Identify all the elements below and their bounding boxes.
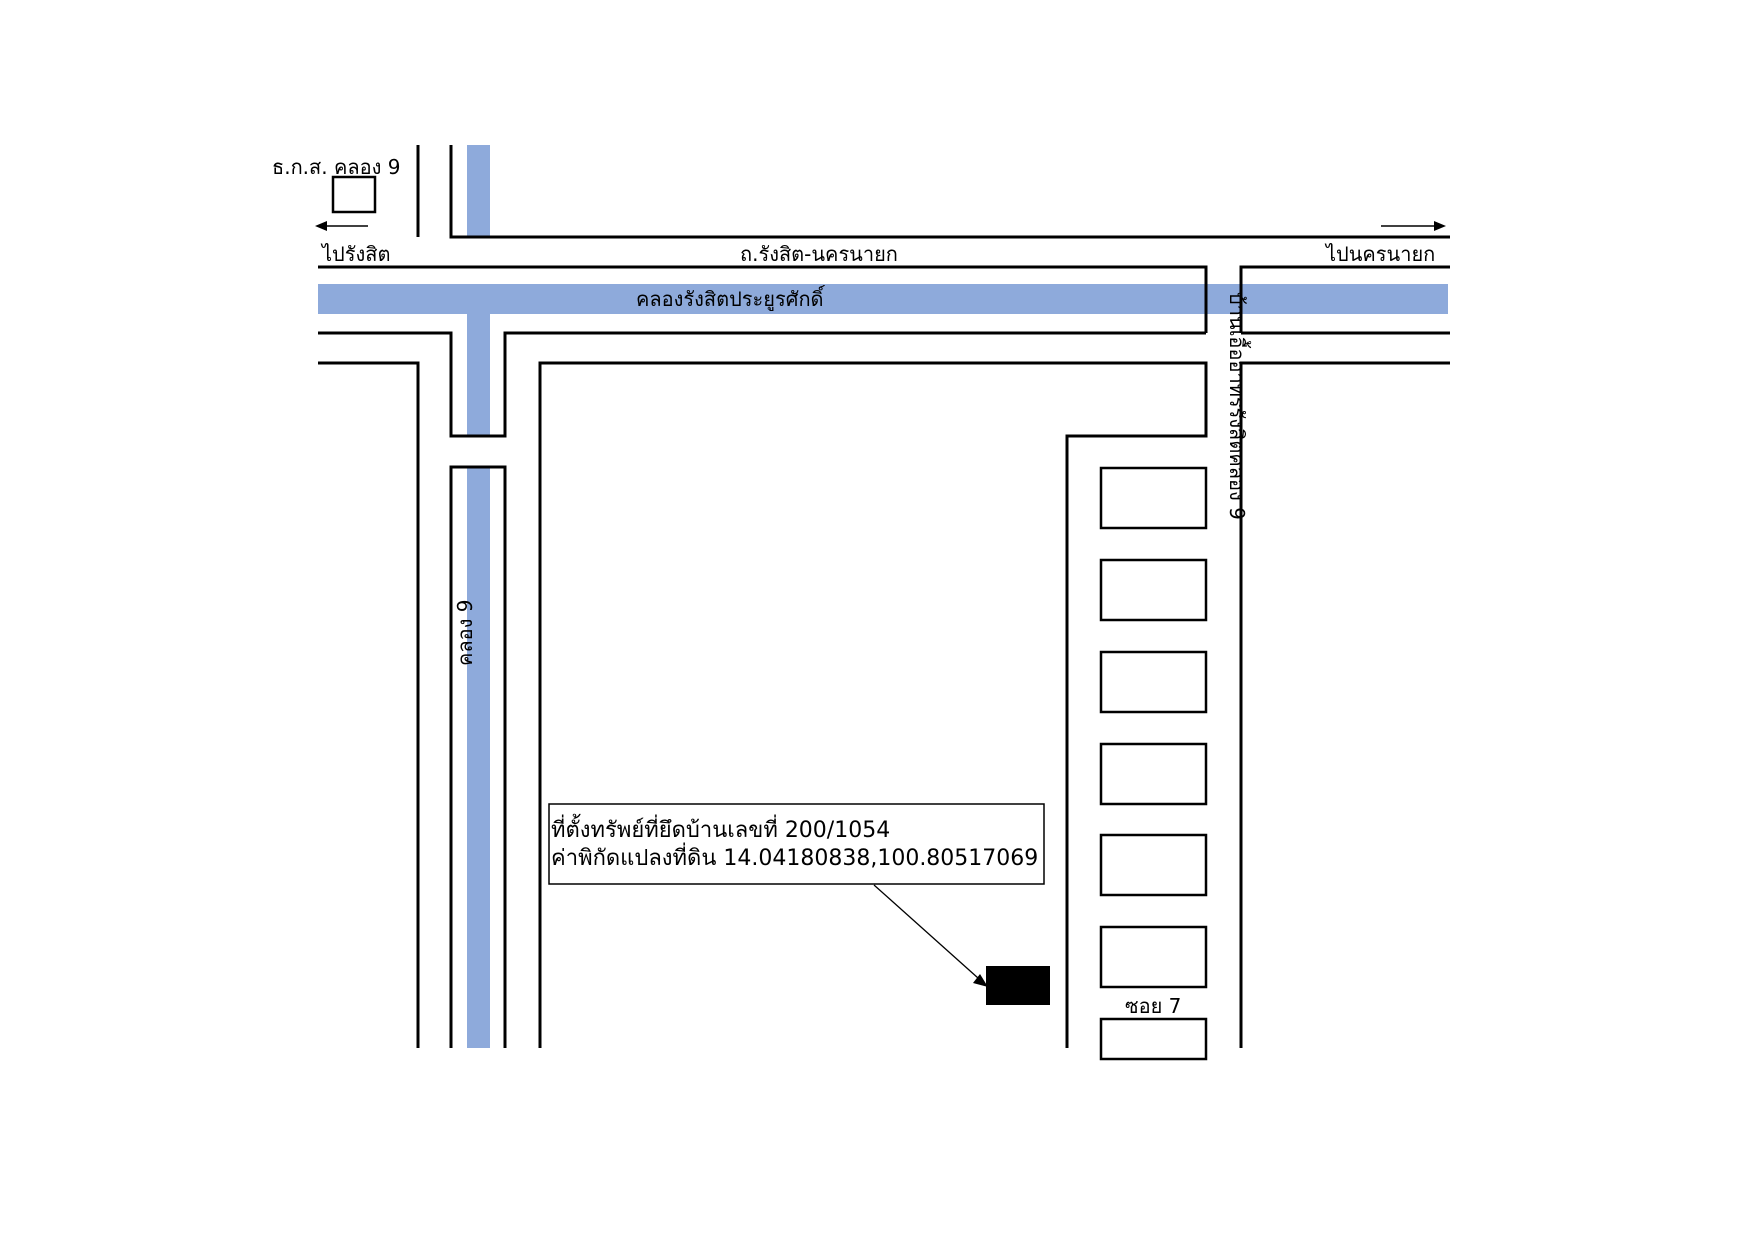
canal-bottom-left <box>318 331 1206 438</box>
label-to-right: ไปนครนายก <box>1324 242 1435 266</box>
label-canal-9: คลอง 9 <box>453 600 477 667</box>
house <box>1099 833 1208 897</box>
house <box>1099 466 1208 530</box>
house <box>1099 925 1208 989</box>
label-to-left: ไปรังสิต <box>320 242 390 266</box>
road-lower-left-edge <box>318 361 420 1048</box>
callout-arrow-icon <box>873 884 988 987</box>
arrow-right-icon <box>1381 221 1446 231</box>
canal-9-top <box>467 145 490 237</box>
callout-line-2: ค่าพิกัดแปลงที่ดิน 14.04180838,100.80517… <box>551 842 1038 871</box>
road-main-bottom-right <box>1239 265 1450 333</box>
road-main-bottom-left <box>318 265 1208 333</box>
arrow-left-icon <box>315 221 368 231</box>
road-lower-left-inner <box>449 465 507 1048</box>
canal-9-bottom <box>467 467 490 1048</box>
road-edge-bank-right <box>449 145 1450 239</box>
house <box>1099 1017 1208 1061</box>
label-bank: ธ.ก.ส. คลอง 9 <box>272 155 400 179</box>
callout-line-1: ที่ตั้งทรัพย์ที่ยึดบ้านเลขที่ 200/1054 <box>551 814 890 843</box>
house <box>1099 742 1208 806</box>
bank-building <box>331 175 377 214</box>
block-outline <box>538 361 1208 1048</box>
village-road-right-edge <box>1239 361 1450 1048</box>
label-main-road: ถ.รังสิต-นครนายก <box>740 242 898 266</box>
callout-box <box>548 803 1045 885</box>
canal-main <box>318 284 1448 314</box>
label-village-road: บ้านเอื้ออาทรรังสิตคลอง 9 <box>1225 292 1251 520</box>
house <box>1099 558 1208 622</box>
label-canal-main: คลองรังสิตประยูรศักดิ์ <box>636 284 826 312</box>
target-property-marker <box>986 966 1050 1005</box>
house <box>1099 650 1208 714</box>
label-soi: ซอย 7 <box>1125 994 1181 1018</box>
canal-9-cross <box>467 314 490 436</box>
